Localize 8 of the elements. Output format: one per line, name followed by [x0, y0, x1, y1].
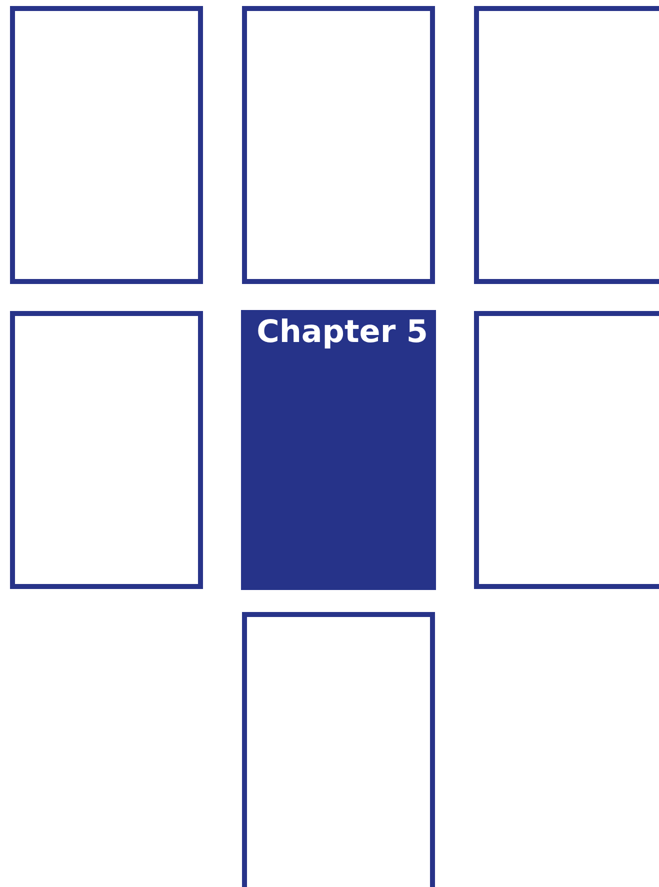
chapter-panel: [241, 310, 436, 590]
page-box: [242, 612, 435, 887]
page-box: [474, 6, 659, 284]
page-box: [474, 311, 659, 589]
page-box: [10, 6, 203, 284]
page-box: [10, 311, 203, 589]
chapter-title: Chapter 5: [256, 314, 428, 350]
page-box: [242, 6, 435, 284]
